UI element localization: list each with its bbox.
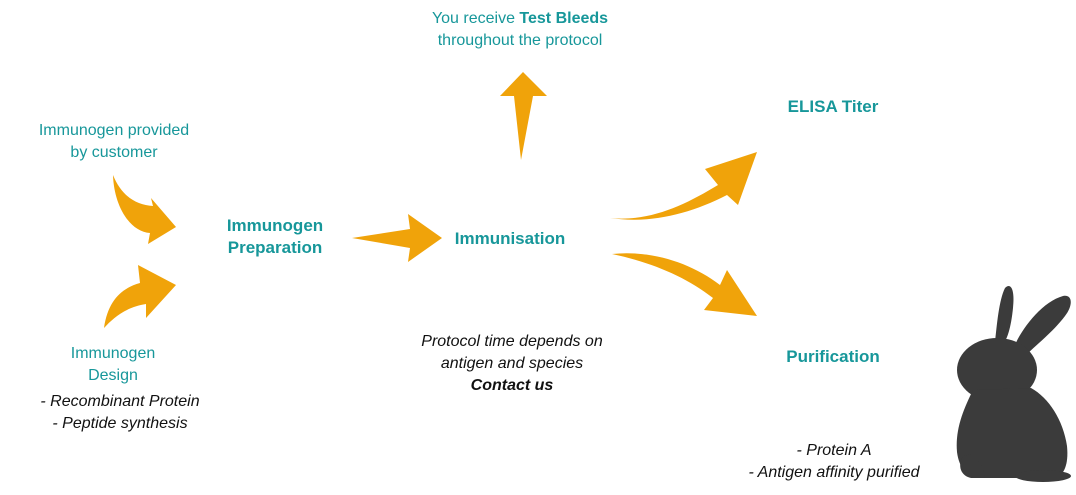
elisa-titer-label: ELISA Titer <box>787 97 879 116</box>
arrow-right-icon <box>352 214 442 262</box>
immunogen-provided-line2: by customer <box>70 144 158 161</box>
immunisation-label: Immunisation <box>454 229 566 248</box>
purification-option-affinity: - Antigen affinity purified <box>748 464 920 481</box>
immunogen-design-line1: Immunogen <box>70 345 156 362</box>
immunogen-preparation-line2: Preparation <box>227 238 323 257</box>
immunogen-provided-label: Immunogen provided by customer <box>14 120 214 164</box>
purification-label: Purification <box>786 347 880 366</box>
immunogen-provided-line1: Immunogen provided <box>38 122 190 139</box>
curved-arrow-up-icon <box>104 265 176 328</box>
immunogen-preparation-label: Immunogen Preparation <box>195 215 355 259</box>
purification-option-protein-a: - Protein A <box>796 442 872 459</box>
immunogen-design-line2: Design <box>88 367 138 384</box>
test-bleeds-bold: Test Bleeds <box>519 10 609 27</box>
immunogen-design-label: Immunogen Design <box>53 343 173 387</box>
protocol-note-line1: Protocol time depends on <box>421 333 603 350</box>
protocol-note-line2: antigen and species <box>440 355 584 372</box>
immunogen-design-options: - Recombinant Protein - Peptide synthesi… <box>20 391 220 435</box>
arrow-up-icon <box>500 72 547 160</box>
protocol-note: Protocol time depends on antigen and spe… <box>400 331 624 397</box>
curved-arrow-up-right-icon <box>610 152 757 220</box>
test-bleeds-label: You receive Test Bleeds throughout the p… <box>420 8 620 52</box>
rabbit-silhouette-icon <box>956 286 1071 482</box>
curved-arrow-down-right-icon <box>612 253 757 316</box>
contact-us-link[interactable]: Contact us <box>470 377 554 394</box>
test-bleeds-prefix: You receive <box>431 10 520 27</box>
purification-options: - Protein A - Antigen affinity purified <box>730 440 938 484</box>
design-option-recombinant: - Recombinant Protein <box>40 393 200 410</box>
curved-arrow-down-icon <box>113 175 176 244</box>
design-option-peptide: - Peptide synthesis <box>52 415 188 432</box>
test-bleeds-line2: throughout the protocol <box>437 32 603 49</box>
immunogen-preparation-line1: Immunogen <box>226 216 324 235</box>
